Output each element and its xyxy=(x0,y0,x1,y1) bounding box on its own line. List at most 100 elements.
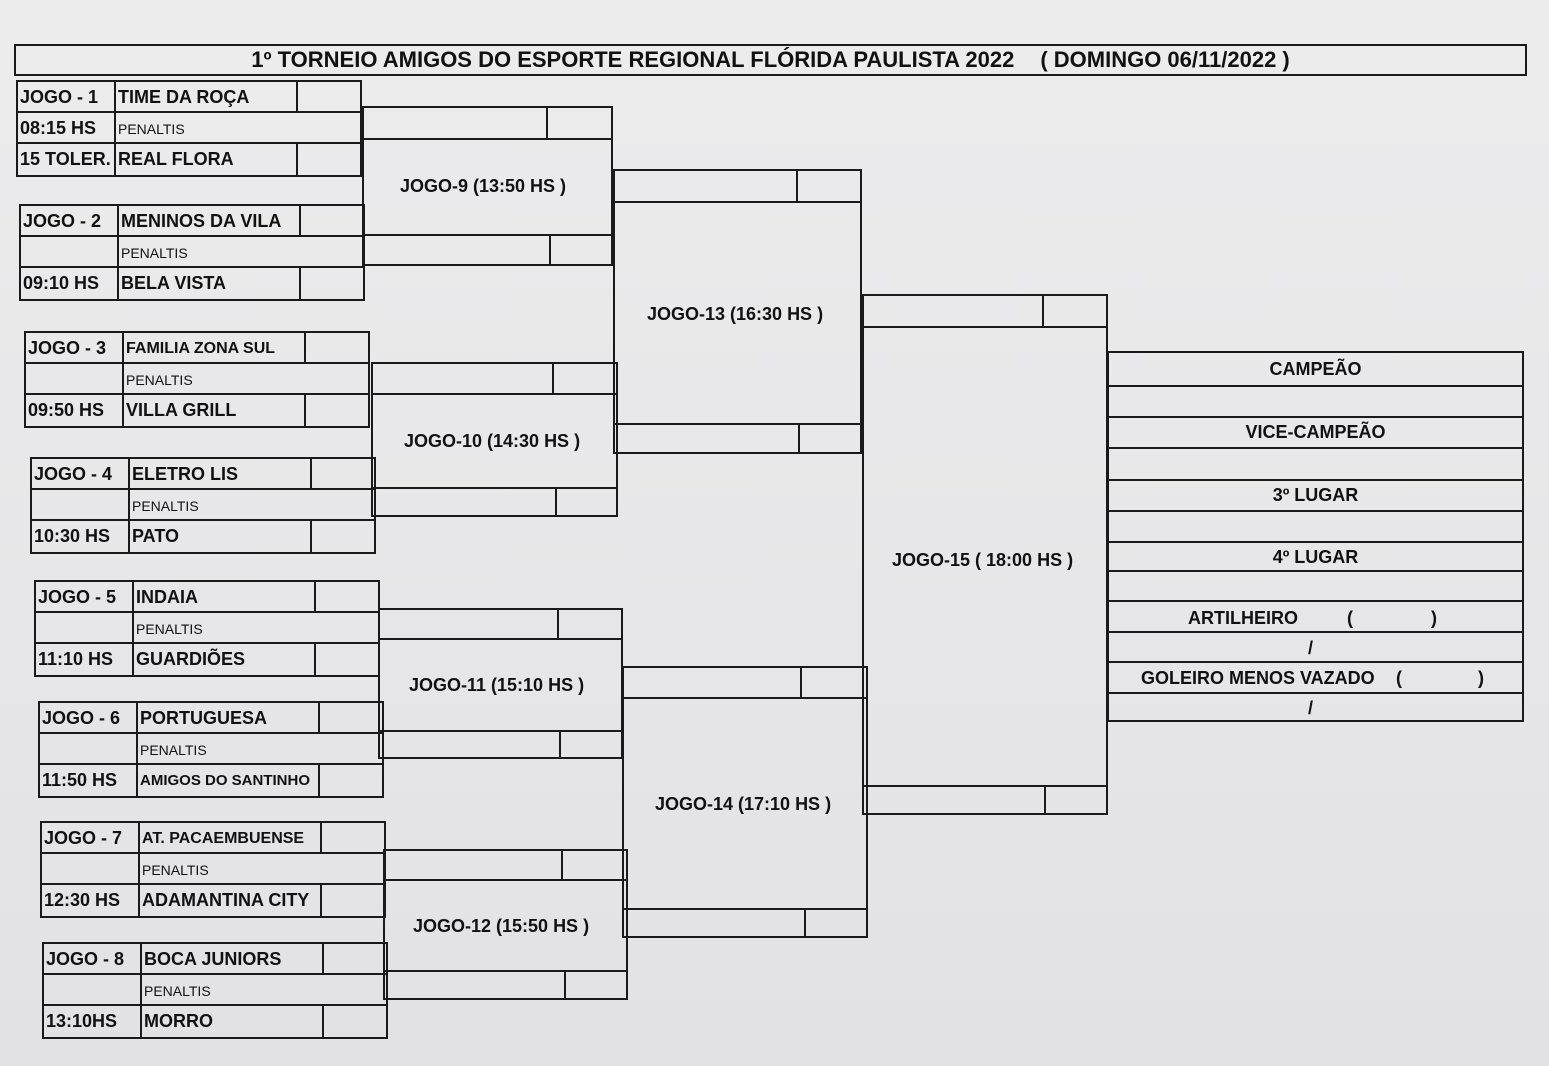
artilheiro-paren-open: ( xyxy=(1347,608,1353,628)
game-2-penaltis: PENALTIS xyxy=(121,244,188,261)
game-4-score-line xyxy=(310,519,312,554)
game-3-team1: FAMILIA ZONA SUL xyxy=(126,339,276,357)
jogo-9-score-line xyxy=(549,234,551,266)
jogo-15-score-line xyxy=(1042,294,1044,327)
game-3-box xyxy=(24,331,370,428)
game-5-label: JOGO - 5 xyxy=(38,587,117,607)
jogo-13-score-line xyxy=(798,423,800,454)
jogo-9-score-line xyxy=(546,106,548,138)
results-row-line xyxy=(1107,510,1524,512)
game-6-team1: PORTUGUESA xyxy=(140,708,268,728)
quarto-lugar-label: 4º LUGAR xyxy=(1272,547,1359,567)
game-7-col-line xyxy=(138,821,140,918)
game-7-row-line xyxy=(40,883,386,885)
game-1-score-line xyxy=(296,80,298,111)
game-8-score-line xyxy=(322,942,324,973)
game-4-col-line xyxy=(128,457,130,554)
jogo-11-score-line xyxy=(559,730,561,759)
game-8-score-line xyxy=(322,1004,324,1039)
jogo-11-row-line xyxy=(378,638,623,640)
game-5-team2: GUARDIÕES xyxy=(136,649,246,669)
game-7-penaltis: PENALTIS xyxy=(142,861,209,878)
game-8-penaltis: PENALTIS xyxy=(144,982,211,999)
game-6-penaltis: PENALTIS xyxy=(140,741,207,758)
game-1-label: JOGO - 1 xyxy=(20,87,99,107)
game-3-label: JOGO - 3 xyxy=(28,338,107,358)
game-4-penaltis: PENALTIS xyxy=(132,497,199,514)
jogo-10-score-line xyxy=(552,362,554,394)
game-3-col-line xyxy=(122,331,124,428)
game-8-time: 13:10HS xyxy=(46,1011,118,1031)
game-4-team1: ELETRO LIS xyxy=(132,464,239,484)
jogo-11-label: JOGO-11 (15:10 HS ) xyxy=(409,675,585,695)
game-7-box xyxy=(40,821,386,918)
game-6-time: 11:50 HS xyxy=(42,770,118,790)
game-2-box xyxy=(19,204,365,301)
game-2-row-line xyxy=(19,266,365,268)
game-8-team2: MORRO xyxy=(144,1011,213,1031)
game-7-team2: ADAMANTINA CITY xyxy=(142,890,310,910)
jogo-10-row-line xyxy=(371,487,618,489)
jogo-10-score-line xyxy=(555,487,557,517)
game-2-time: 09:10 HS xyxy=(23,273,100,293)
game-4-team2: PATO xyxy=(132,526,180,546)
jogo-9-label: JOGO-9 (13:50 HS ) xyxy=(400,176,567,196)
game-5-col-line xyxy=(132,580,134,677)
game-5-score-line xyxy=(314,642,316,677)
game-8-row-line xyxy=(42,973,388,975)
game-5-team1: INDAIA xyxy=(136,587,198,607)
jogo-9-frame xyxy=(362,106,613,266)
jogo-9-row-line xyxy=(362,234,613,236)
results-row-line xyxy=(1107,479,1524,481)
game-2-col-line xyxy=(117,204,119,301)
jogo-13-score-line xyxy=(796,169,798,201)
game-2-score-line xyxy=(299,266,301,301)
game-7-time: 12:30 HS xyxy=(44,890,121,910)
goleiro-paren-close: ) xyxy=(1478,668,1484,688)
terceiro-lugar-label: 3º LUGAR xyxy=(1272,485,1359,505)
game-4-row-line xyxy=(30,488,376,490)
game-2-team2: BELA VISTA xyxy=(121,273,227,293)
jogo-12-frame xyxy=(383,849,628,1000)
game-8-box xyxy=(42,942,388,1039)
goleiro-label: GOLEIRO MENOS VAZADO xyxy=(1141,668,1375,688)
game-1-penaltis: PENALTIS xyxy=(118,120,185,137)
jogo-12-row-line xyxy=(383,970,628,972)
title-text: 1º TORNEIO AMIGOS DO ESPORTE REGIONAL FL… xyxy=(251,47,1015,72)
game-6-box xyxy=(38,701,384,798)
game-1-team2: REAL FLORA xyxy=(118,149,234,169)
artilheiro-label: ARTILHEIRO xyxy=(1188,608,1298,628)
game-8-col-line xyxy=(140,942,142,1039)
jogo-12-score-line xyxy=(564,970,566,1000)
jogo-11-score-line xyxy=(557,608,559,638)
jogo-15-row-line xyxy=(862,785,1108,787)
jogo-11-row-line xyxy=(378,730,623,732)
game-6-row-line xyxy=(38,732,384,734)
game-3-row-line xyxy=(24,393,370,395)
game-4-score-line xyxy=(310,457,312,488)
game-6-row-line xyxy=(38,763,384,765)
game-6-label: JOGO - 6 xyxy=(42,708,121,728)
game-3-row-line xyxy=(24,362,370,364)
results-row-line xyxy=(1107,416,1524,418)
game-3-score-line xyxy=(304,331,306,362)
jogo-14-row-line xyxy=(622,697,868,699)
game-2-label: JOGO - 2 xyxy=(23,211,102,231)
jogo-13-row-line xyxy=(613,201,862,203)
game-1-team1: TIME DA ROÇA xyxy=(118,87,250,107)
jogo-12-score-line xyxy=(561,849,563,879)
game-4-time: 10:30 HS xyxy=(34,526,111,546)
artilheiro-slash: / xyxy=(1308,638,1314,658)
game-7-team1: AT. PACAEMBUENSE xyxy=(142,829,305,847)
game-1-row-line xyxy=(16,111,362,113)
game-3-time: 09:50 HS xyxy=(28,400,105,420)
jogo-13-row-line xyxy=(613,423,862,425)
jogo-14-frame xyxy=(622,666,868,938)
results-row-line xyxy=(1107,631,1524,633)
goleiro-paren-open: ( xyxy=(1396,668,1402,688)
campeao-label: CAMPEÃO xyxy=(1269,359,1362,379)
game-7-row-line xyxy=(40,852,386,854)
game-6-score-line xyxy=(318,701,320,732)
jogo-14-row-line xyxy=(622,908,868,910)
